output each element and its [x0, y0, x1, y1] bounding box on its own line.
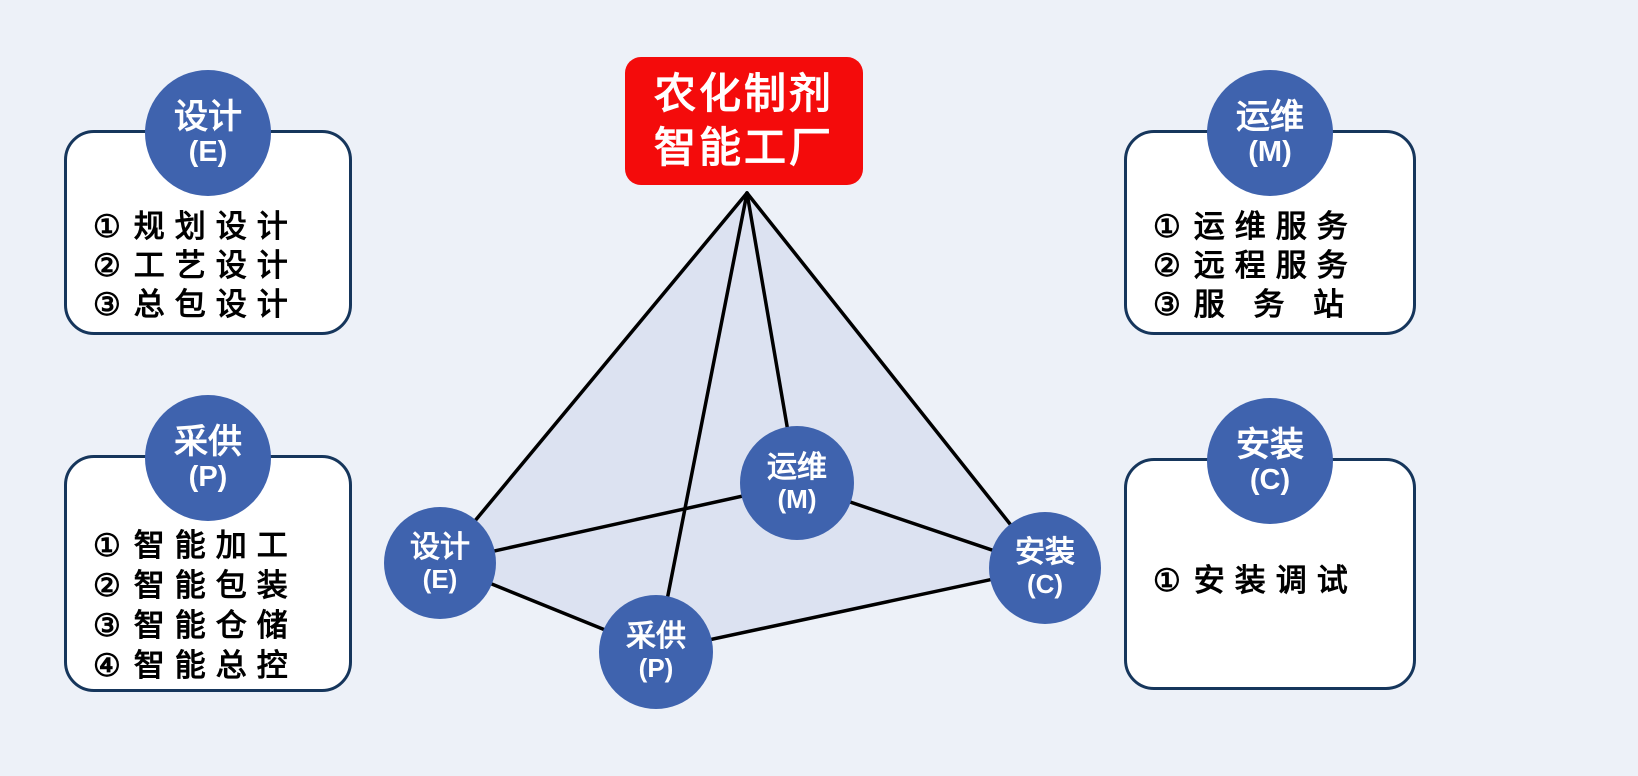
item-marker: ①	[93, 528, 121, 563]
node-install-name: 安装	[1015, 535, 1075, 569]
list-item: ③ 服 务 站	[1153, 285, 1405, 324]
list-item: ① 智能加工	[93, 526, 341, 566]
list-item: ③ 智能仓储	[93, 606, 341, 646]
item-marker: ①	[1153, 209, 1181, 244]
item-label: 智能仓储	[133, 608, 298, 643]
factory-title-line2: 智能工厂	[653, 124, 834, 171]
badge-ops-name: 运维	[1236, 97, 1304, 136]
panel-ops: 运维 (M) ① 运维服务 ② 远程服务 ③ 服 务 站	[1124, 70, 1416, 335]
node-design: 设计 (E)	[384, 507, 496, 619]
node-ops-name: 运维	[767, 450, 827, 484]
item-marker: ④	[93, 648, 121, 683]
item-label: 安装调试	[1193, 563, 1358, 598]
badge-procure-code: (P)	[188, 460, 228, 493]
panel-procure: 采供 (P) ① 智能加工 ② 智能包装 ③ 智能仓储 ④ 智能总控	[64, 395, 352, 692]
list-item: ① 运维服务	[1153, 207, 1405, 246]
item-marker: ②	[1153, 248, 1181, 283]
node-procure: 采供 (P)	[599, 595, 713, 709]
badge-design-code: (E)	[188, 135, 228, 168]
item-marker: ①	[93, 209, 121, 244]
node-ops-code: (M)	[777, 484, 817, 515]
pyramid-silhouette	[440, 193, 1045, 651]
badge-ops-code: (M)	[1248, 135, 1292, 168]
node-procure-code: (P)	[638, 653, 674, 684]
panel-design: 设计 (E) ① 规划设计 ② 工艺设计 ③ 总包设计	[64, 70, 352, 335]
list-item: ① 安装调试	[1153, 561, 1405, 601]
edge-apex-procure	[655, 191, 749, 653]
list-item: ② 远程服务	[1153, 246, 1405, 285]
badge-procure: 采供 (P)	[145, 395, 271, 521]
badge-ops: 运维 (M)	[1207, 70, 1333, 196]
procure-item-list: ① 智能加工 ② 智能包装 ③ 智能仓储 ④ 智能总控	[67, 526, 349, 686]
ops-item-list: ① 运维服务 ② 远程服务 ③ 服 务 站	[1127, 207, 1413, 324]
item-label: 总包设计	[133, 287, 298, 322]
list-item: ② 智能包装	[93, 566, 341, 606]
item-label: 智能包装	[133, 568, 298, 603]
node-ops: 运维 (M)	[740, 426, 854, 540]
item-label: 智能加工	[133, 528, 298, 563]
edge-procure-install	[655, 566, 1047, 653]
item-label: 远程服务	[1193, 248, 1358, 283]
list-item: ③ 总包设计	[93, 285, 341, 324]
node-procure-name: 采供	[626, 619, 686, 653]
item-label: 运维服务	[1193, 209, 1358, 244]
item-marker: ③	[1153, 287, 1181, 322]
badge-design: 设计 (E)	[145, 70, 271, 196]
node-install: 安装 (C)	[989, 512, 1101, 624]
list-item: ② 工艺设计	[93, 246, 341, 285]
item-marker: ②	[93, 568, 121, 603]
badge-design-name: 设计	[174, 97, 242, 136]
item-label: 服 务 站	[1193, 287, 1355, 322]
panel-install: 安装 (C) ① 安装调试	[1124, 398, 1416, 690]
node-install-code: (C)	[1026, 569, 1064, 600]
edge-apex-install	[745, 191, 1047, 570]
install-item-list: ① 安装调试	[1127, 561, 1413, 601]
edge-ops-design	[438, 482, 799, 565]
factory-title: 农化制剂 智能工厂	[625, 57, 863, 185]
design-item-list: ① 规划设计 ② 工艺设计 ③ 总包设计	[67, 207, 349, 324]
item-label: 规划设计	[133, 209, 298, 244]
item-marker: ③	[93, 608, 121, 643]
item-label: 工艺设计	[133, 248, 298, 283]
list-item: ④ 智能总控	[93, 646, 341, 686]
item-marker: ②	[93, 248, 121, 283]
factory-title-line1: 农化制剂	[653, 70, 834, 118]
badge-install-code: (C)	[1249, 463, 1291, 496]
badge-procure-name: 采供	[174, 422, 242, 461]
edge-apex-design	[438, 191, 749, 565]
node-design-code: (E)	[422, 564, 458, 595]
item-marker: ③	[93, 287, 121, 322]
item-marker: ①	[1153, 563, 1181, 598]
node-design-name: 设计	[410, 530, 470, 564]
item-label: 智能总控	[133, 648, 298, 683]
badge-install-name: 安装	[1236, 425, 1304, 464]
list-item: ① 规划设计	[93, 207, 341, 246]
badge-install: 安装 (C)	[1207, 398, 1333, 524]
